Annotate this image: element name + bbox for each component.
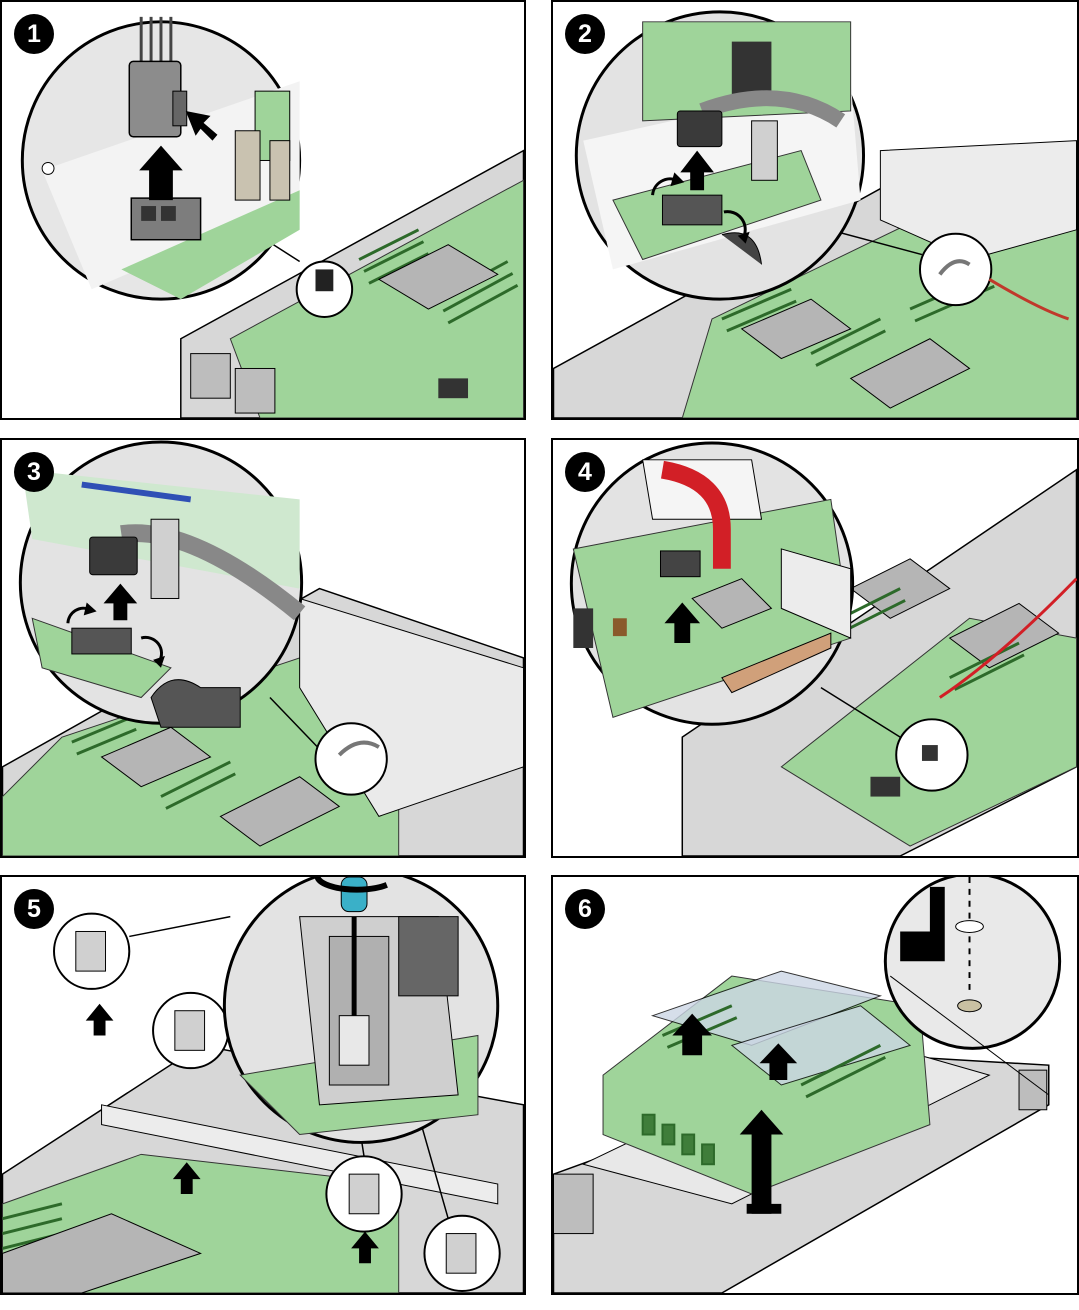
lift-arrow-icon <box>680 150 714 191</box>
step-panel-2: 2 <box>551 0 1079 420</box>
lift-arrow-icon <box>139 145 183 201</box>
step-panel-5: 5 <box>0 875 526 1295</box>
lift-arrow-icon <box>672 1013 798 1214</box>
rotate-arrow-icon <box>66 602 165 668</box>
step-2-illustration <box>553 10 1077 418</box>
lift-arrow-icon <box>85 1003 379 1264</box>
lift-arrow-icon <box>664 602 701 644</box>
step-panel-1: 1 <box>0 0 526 420</box>
step-number-badge: 4 <box>565 452 605 492</box>
step-3-illustration <box>2 440 524 856</box>
step-5-illustration <box>2 877 524 1293</box>
step-4-illustration <box>569 441 1077 856</box>
step-number-badge: 2 <box>565 14 605 54</box>
push-arrow-icon <box>900 886 945 962</box>
step-panel-3: 3 <box>0 438 526 858</box>
step-number-badge: 3 <box>14 452 54 492</box>
step-panel-6: 6 <box>551 875 1079 1295</box>
step-6-illustration <box>553 877 1062 1293</box>
step-number-badge: 5 <box>14 889 54 929</box>
lift-arrow-icon <box>103 583 138 621</box>
screwdriver-icon <box>340 877 368 1016</box>
rotate-arrow-icon <box>651 172 750 244</box>
push-arrow-icon <box>185 110 218 141</box>
rotate-arrow-icon <box>314 877 388 893</box>
step-panel-4: 4 <box>551 438 1079 858</box>
step-number-badge: 1 <box>14 14 54 54</box>
step-1-illustration <box>20 16 524 418</box>
step-number-badge: 6 <box>565 889 605 929</box>
